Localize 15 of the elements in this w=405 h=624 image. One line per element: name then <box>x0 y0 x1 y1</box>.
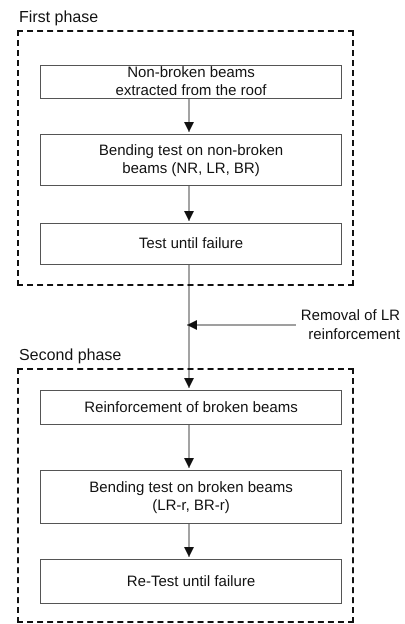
arrow <box>184 97 194 132</box>
process-box: Re-Test until failure <box>40 559 342 604</box>
arrow <box>187 320 296 330</box>
arrow <box>184 522 194 557</box>
arrow <box>184 263 194 388</box>
process-box: Test until failure <box>40 223 342 265</box>
arrow <box>184 423 194 468</box>
process-box: Reinforcement of broken beams <box>40 390 342 425</box>
group-heading: Second phase <box>19 346 122 366</box>
group-heading: First phase <box>19 8 98 28</box>
annotation-text: Removal of LR reinforcement <box>296 306 400 344</box>
process-box: Bending test on non-broken beams (NR, LR, BR) <box>40 134 342 186</box>
arrow <box>184 184 194 221</box>
process-box: Bending test on broken beams (LR-r, BR-r) <box>40 470 342 524</box>
process-box: Non-broken beams extracted from the roof <box>40 65 342 99</box>
